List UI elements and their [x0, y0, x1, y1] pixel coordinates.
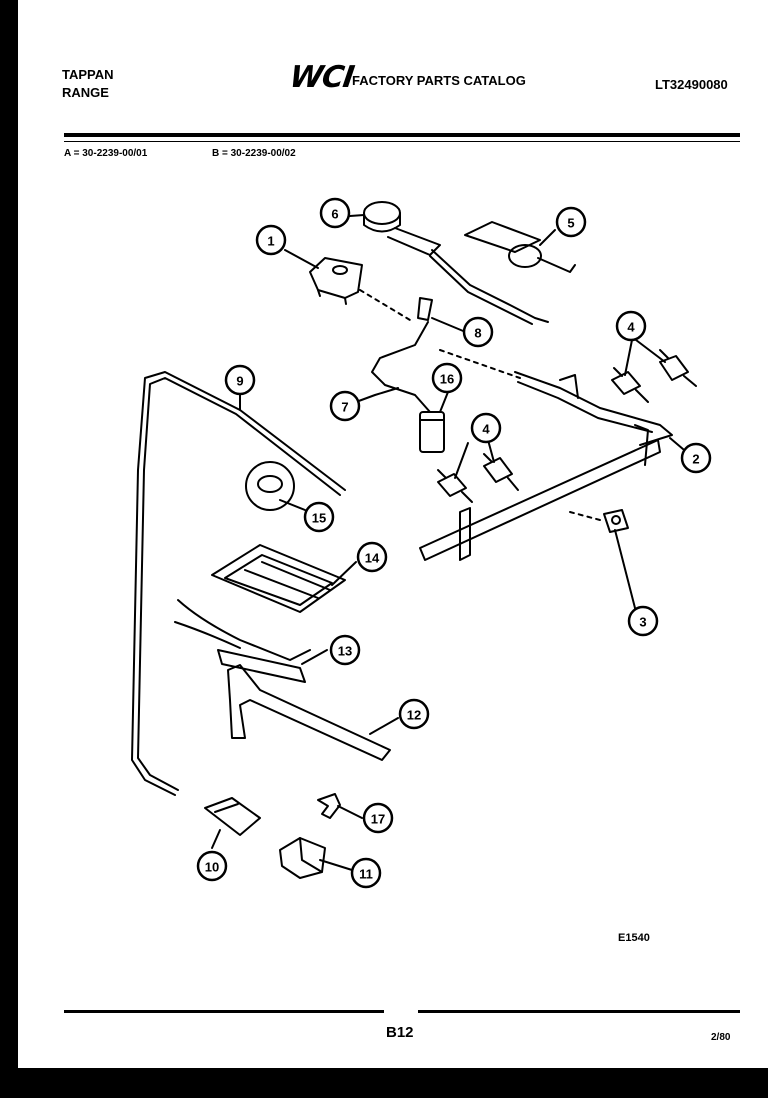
callout-circle-14 — [356, 541, 388, 573]
part-7-tube — [371, 321, 431, 413]
callout-circle-10 — [196, 850, 228, 882]
part-5-valve — [464, 221, 576, 273]
callout-14: 14 — [365, 551, 380, 566]
callout-4a: 4 — [627, 320, 635, 335]
callout-circle-3 — [627, 605, 659, 637]
part-14-shield — [211, 544, 346, 613]
callout-circle-7 — [329, 390, 361, 422]
part-6-thermostat — [363, 201, 549, 325]
footer-rule-left — [64, 1010, 384, 1013]
callout-6: 6 — [331, 207, 338, 222]
callout-circle-2 — [680, 442, 712, 474]
callout-circle-5 — [555, 206, 587, 238]
figure-code: E1540 — [618, 932, 650, 944]
model-number: LT32490080 — [655, 77, 728, 92]
callout-3: 3 — [639, 615, 646, 630]
callout-9: 9 — [236, 374, 243, 389]
header-rule-thin — [64, 141, 740, 142]
callout-circle-12 — [398, 698, 430, 730]
callout-circle-11 — [350, 857, 382, 889]
part-10-bracket — [204, 797, 261, 836]
variant-a: A = 30-2239-00/01 — [64, 148, 148, 159]
callout-circle-17 — [362, 802, 394, 834]
page-date: 2/80 — [711, 1032, 731, 1043]
callout-15: 15 — [312, 511, 326, 526]
product-type: RANGE — [62, 85, 109, 100]
callout-circle-15 — [303, 501, 335, 533]
part-9-tube — [131, 371, 346, 796]
variant-b: B = 30-2239-00/02 — [212, 148, 296, 159]
part-11-bracket — [279, 837, 326, 879]
callout-8: 8 — [474, 326, 481, 341]
part-17-clip — [317, 793, 341, 819]
callout-circle-9 — [224, 364, 256, 396]
callout-11: 11 — [359, 867, 373, 882]
callout-5: 5 — [567, 216, 574, 231]
part-1-valve — [309, 257, 363, 305]
catalog-title: FACTORY PARTS CATALOG — [352, 73, 526, 88]
part-4-orifice-lower — [437, 453, 519, 503]
part-3-fitting — [603, 509, 629, 533]
part-8-fitting — [417, 297, 433, 321]
callout-12: 12 — [407, 708, 421, 723]
callout-2: 2 — [692, 452, 699, 467]
callout-16: 16 — [440, 372, 454, 387]
product-line: TAPPAN — [62, 67, 114, 82]
callout-circle-16 — [431, 362, 463, 394]
part-15-grommet — [245, 461, 295, 511]
callout-circle-4a — [615, 310, 647, 342]
header-rule-thick — [64, 133, 740, 137]
callout-13: 13 — [338, 644, 352, 659]
callout-10: 10 — [205, 860, 219, 875]
footer-rule-right — [418, 1010, 740, 1013]
part-16-switch — [419, 411, 445, 453]
callout-circle-6 — [319, 197, 351, 229]
part-13-igniter — [174, 599, 311, 683]
callout-circle-1 — [255, 224, 287, 256]
part-2-manifold — [419, 371, 673, 561]
callout-circle-8 — [462, 316, 494, 348]
callout-17: 17 — [371, 812, 385, 827]
scan-border-left — [0, 0, 18, 1098]
page-number: B12 — [386, 1024, 414, 1041]
callout-7: 7 — [341, 400, 348, 415]
part-4-orifice-upper — [611, 349, 697, 403]
callout-4b: 4 — [482, 422, 490, 437]
callout-1: 1 — [267, 234, 274, 249]
scan-border-bottom — [0, 1068, 768, 1098]
callout-circle-13 — [329, 634, 361, 666]
callout-circle-4b — [470, 412, 502, 444]
part-12-burner — [227, 664, 391, 761]
